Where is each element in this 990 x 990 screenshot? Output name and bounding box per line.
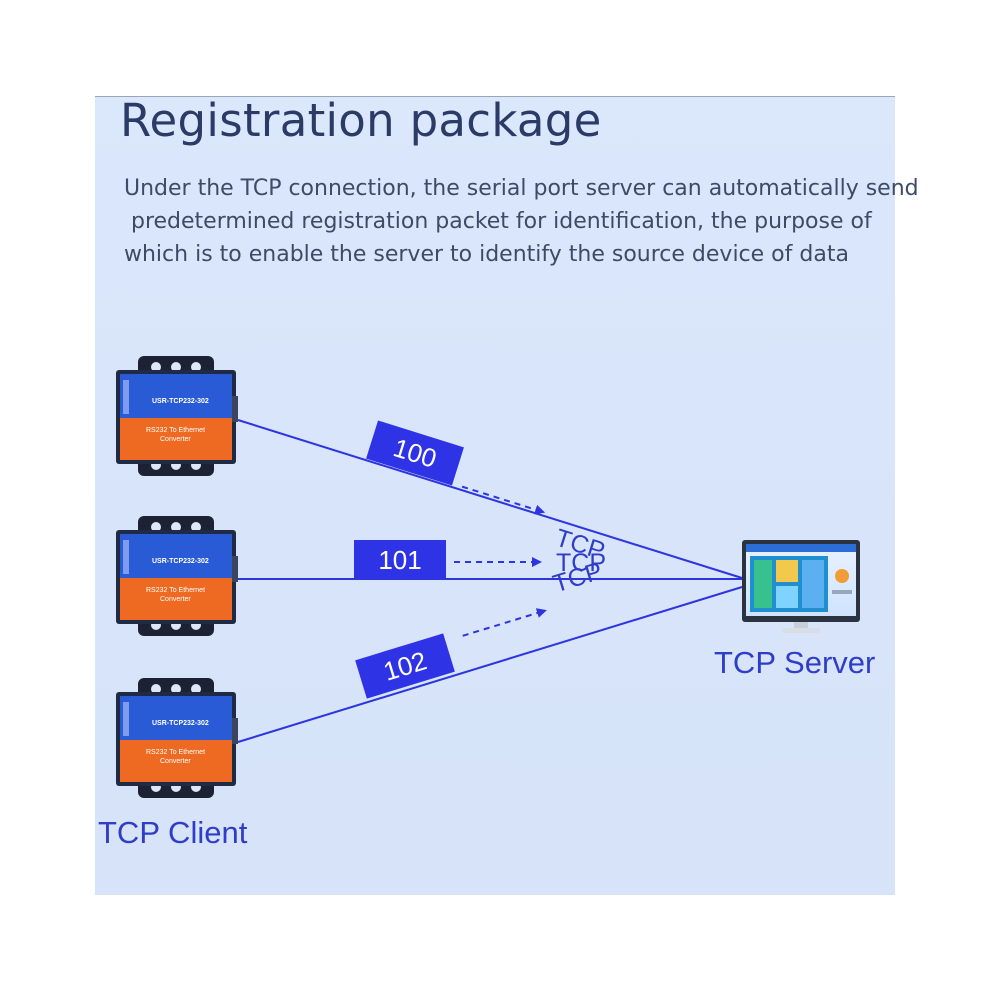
dashed-arrow (462, 608, 547, 637)
device-caption: RS232 To Ethernet (146, 427, 205, 434)
packet-id: 101 (378, 545, 421, 575)
connection-line-3 (237, 586, 743, 743)
device-caption: RS232 To Ethernet (146, 749, 205, 756)
serial-device-icon: USR-TCP232-302 RS232 To Ethernet Convert… (116, 516, 238, 636)
dashed-arrow (461, 485, 546, 515)
device-caption: Converter (160, 596, 191, 603)
packet-box (366, 420, 464, 486)
monitor-icon (742, 540, 860, 633)
serial-device-icon: USR-TCP232-302 RS232 To Ethernet Convert… (116, 356, 238, 476)
client-label: TCP Client (98, 815, 248, 850)
protocol-label: TCP (556, 549, 606, 577)
device-caption: Converter (160, 436, 191, 443)
device-model: USR-TCP232-302 (152, 720, 209, 727)
packet-box (355, 633, 455, 699)
connection-line-1 (237, 419, 743, 579)
description-line: predetermined registration packet for id… (124, 209, 872, 234)
description-line: which is to enable the server to identif… (124, 242, 849, 267)
device-model: USR-TCP232-302 (152, 558, 209, 565)
serial-device-icon: USR-TCP232-302 RS232 To Ethernet Convert… (116, 678, 238, 798)
packet-box (354, 540, 446, 578)
server-label: TCP Server (714, 645, 876, 680)
device-caption: RS232 To Ethernet (146, 587, 205, 594)
packet-group-2: 101 TCP (354, 540, 606, 578)
page-title: Registration package (120, 94, 602, 147)
device-model: USR-TCP232-302 (152, 398, 209, 405)
device-caption: Converter (160, 758, 191, 765)
